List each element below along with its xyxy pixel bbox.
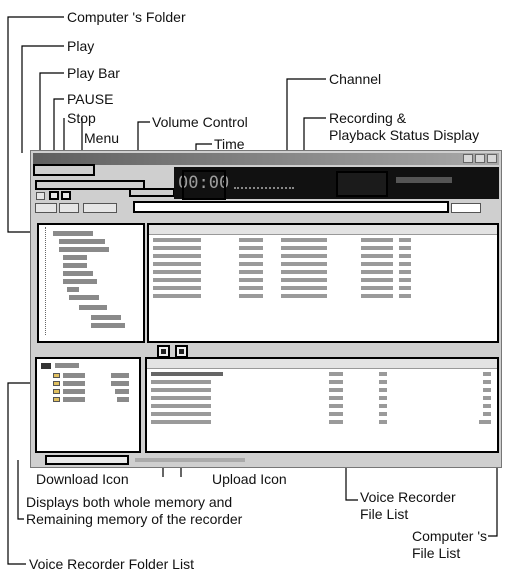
label-pause: PAUSE bbox=[67, 91, 114, 107]
status-text bbox=[396, 177, 452, 183]
label-vr-file-list-line1: Voice Recorder bbox=[360, 489, 456, 505]
status-bar-text bbox=[135, 458, 245, 462]
voice-recorder-file-list[interactable] bbox=[145, 357, 499, 453]
label-stop: Stop bbox=[67, 110, 96, 126]
computers-folder-tree[interactable] bbox=[37, 223, 145, 343]
close-icon[interactable] bbox=[487, 154, 497, 163]
label-recording-status-line2: Playback Status Display bbox=[329, 127, 480, 143]
label-download-icon: Download Icon bbox=[36, 471, 129, 487]
label-recording-status-line1: Recording & bbox=[329, 110, 407, 126]
toolbar-button[interactable] bbox=[83, 203, 117, 213]
toolbar-button[interactable] bbox=[35, 203, 57, 213]
time-highlight bbox=[182, 170, 226, 200]
toolbar-button[interactable] bbox=[59, 203, 79, 213]
label-computers-file-list-line1: Computer 's bbox=[412, 528, 488, 544]
volume-control[interactable] bbox=[129, 188, 175, 197]
play-bar[interactable] bbox=[35, 180, 145, 190]
label-memory-line2: Remaining memory of the recorder bbox=[26, 511, 243, 527]
pause-button[interactable] bbox=[49, 191, 59, 200]
label-computers-folder: Computer 's Folder bbox=[67, 9, 186, 25]
stop-button[interactable] bbox=[61, 191, 71, 200]
line-play bbox=[21, 45, 64, 153]
label-time: Time bbox=[214, 136, 245, 152]
label-memory-line1: Displays both whole memory and bbox=[26, 494, 233, 510]
label-play: Play bbox=[67, 38, 95, 54]
label-computers-file-list-line2: File List bbox=[412, 545, 461, 561]
label-channel: Channel bbox=[329, 71, 382, 87]
label-play-bar: Play Bar bbox=[67, 65, 120, 81]
line-computers-folder bbox=[7, 16, 64, 233]
voice-recorder-folder-list[interactable] bbox=[35, 357, 141, 453]
maximize-icon[interactable] bbox=[475, 154, 485, 163]
status-display: 00:00 bbox=[174, 167, 499, 200]
minimize-icon[interactable] bbox=[463, 154, 473, 163]
recording-status bbox=[336, 171, 388, 197]
label-menu: Menu bbox=[84, 130, 120, 146]
memory-display bbox=[45, 455, 129, 465]
menu-bar[interactable] bbox=[33, 164, 95, 176]
title-bar bbox=[33, 153, 499, 165]
label-vr-folder-list: Voice Recorder Folder List bbox=[29, 556, 194, 572]
label-vr-file-list-line2: File List bbox=[360, 506, 409, 522]
computers-file-list[interactable] bbox=[147, 223, 499, 343]
channel-field[interactable] bbox=[133, 201, 449, 213]
line-memory bbox=[17, 460, 24, 520]
application-window: 00:00 bbox=[30, 150, 502, 468]
label-upload-icon: Upload Icon bbox=[212, 471, 287, 487]
toolbar-dropdown[interactable] bbox=[451, 203, 481, 213]
line-vr-file-list bbox=[345, 463, 358, 501]
level-meter bbox=[234, 187, 294, 193]
play-button[interactable] bbox=[36, 192, 45, 200]
time-readout: 00:00 bbox=[178, 173, 230, 193]
line-play-bar bbox=[39, 72, 64, 183]
line-vr-folder-list bbox=[7, 382, 34, 565]
label-volume-control: Volume Control bbox=[152, 114, 248, 130]
